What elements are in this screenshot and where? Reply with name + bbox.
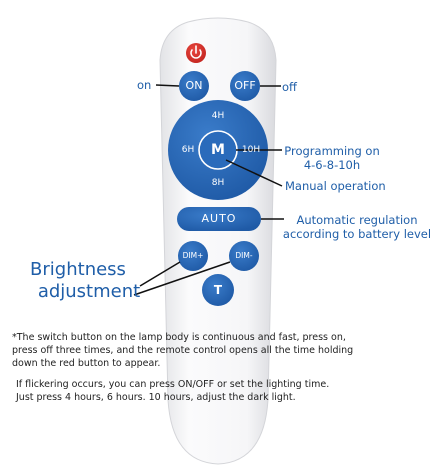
- note-line-2: press off three times, and the remote co…: [12, 345, 354, 356]
- on-button[interactable]: ON: [185, 79, 203, 92]
- power-button[interactable]: [186, 43, 206, 63]
- 4h-button[interactable]: 4H: [211, 111, 225, 121]
- timer-button-shape[interactable]: [202, 274, 234, 306]
- on-button-shape[interactable]: [179, 71, 209, 101]
- note-line-3: down the red button to appear.: [12, 358, 161, 369]
- automatic-regulation-line2: according to battery level: [282, 227, 432, 241]
- on-label: on: [137, 78, 152, 92]
- programming-label-line2: 4-6-8-10h: [303, 158, 361, 172]
- brightness-adjustment-label: Brightness adjustment: [8, 259, 148, 303]
- timer-button[interactable]: T: [213, 283, 223, 297]
- 6h-button[interactable]: 6H: [181, 145, 195, 155]
- auto-button-shape[interactable]: [177, 207, 261, 231]
- programming-label: Programming on 4-6-8-10h: [272, 144, 392, 172]
- brightness-leader-lower: [133, 261, 231, 296]
- note-line-1: *The switch button on the lamp body is c…: [12, 332, 346, 343]
- power-icon: [190, 45, 202, 59]
- dim-plus-button[interactable]: DIM+: [182, 251, 204, 260]
- 8h-button[interactable]: 8H: [211, 178, 225, 188]
- automatic-regulation-line1: Automatic regulation: [296, 213, 418, 227]
- off-button-shape[interactable]: [230, 71, 260, 101]
- dim-minus-button-shape[interactable]: [229, 241, 259, 271]
- dim-plus-button-shape[interactable]: [178, 241, 208, 271]
- brightness-label-line2: adjustment: [37, 281, 141, 302]
- note-line-5: Just press 4 hours, 6 hours. 10 hours, a…: [16, 392, 296, 403]
- brightness-label-line1: Brightness: [30, 259, 126, 280]
- manual-leader: [225, 159, 283, 187]
- leader-lines: [133, 84, 284, 296]
- programming-label-line1: Programming on: [284, 144, 380, 158]
- auto-button[interactable]: AUTO: [201, 212, 237, 225]
- automatic-regulation-label: Automatic regulation according to batter…: [282, 213, 432, 241]
- note-line-4: If flickering occurs, you can press ON/O…: [16, 379, 330, 390]
- brightness-leader-upper: [139, 261, 181, 287]
- 10h-button[interactable]: 10H: [241, 145, 261, 155]
- manual-operation-label: Manual operation: [285, 179, 386, 193]
- dim-minus-button[interactable]: DIM-: [235, 251, 253, 260]
- manual-button[interactable]: M: [211, 142, 225, 158]
- off-button[interactable]: OFF: [234, 79, 256, 92]
- off-label: off: [282, 80, 297, 94]
- on-leader: [155, 84, 180, 87]
